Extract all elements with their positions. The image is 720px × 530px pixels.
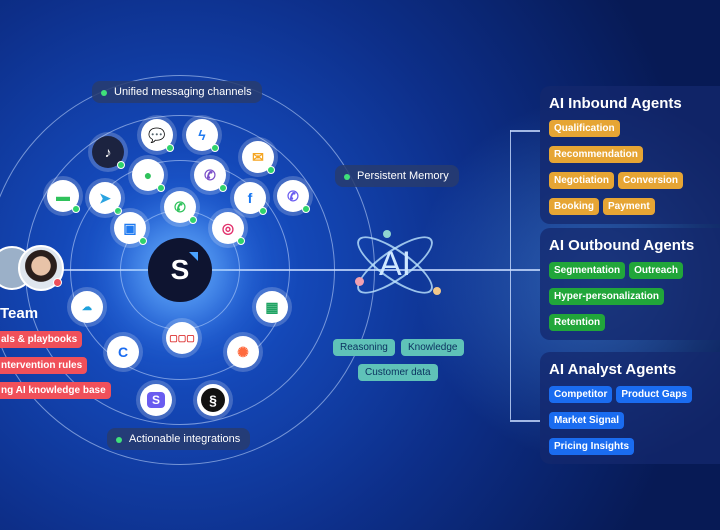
status-dot: [53, 278, 62, 287]
branch-line: [510, 130, 540, 132]
card-title: AI Analyst Agents: [549, 361, 677, 378]
hubspot-icon[interactable]: ✺: [227, 336, 259, 368]
card-title: AI Outbound Agents: [549, 237, 695, 254]
team-chip: ntervention rules: [0, 357, 88, 374]
card-title: AI Inbound Agents: [549, 95, 682, 112]
messenger-icon[interactable]: ϟ: [186, 119, 219, 152]
memory-chip-customer-data: Customer data: [358, 364, 438, 381]
tiktok-icon[interactable]: ♪: [92, 136, 125, 169]
hub-logo[interactable]: S: [148, 238, 212, 302]
messages-icon[interactable]: 💬: [141, 119, 174, 152]
zoho-icon[interactable]: ▢▢▢: [166, 322, 198, 354]
agent-chip: Hyper-personalization: [549, 288, 665, 305]
wechat-icon[interactable]: ●: [132, 159, 165, 192]
integrations-label: Actionable integrations: [107, 428, 251, 450]
memory-chip-knowledge: Knowledge: [401, 339, 465, 356]
team-chip: als & playbooks: [0, 331, 83, 348]
branch-line: [510, 420, 540, 422]
ai-logo: AI: [345, 215, 445, 315]
team-chip: ng AI knowledge base: [0, 382, 111, 399]
connector-line: [460, 269, 510, 271]
stripe-icon[interactable]: S: [140, 384, 172, 416]
phone-icon[interactable]: ✆: [277, 180, 310, 213]
inbound-agents-card: AI Inbound Agents QualificationRecommend…: [540, 86, 720, 224]
hub-logo-letter: S: [170, 254, 190, 285]
agent-chip: Payment: [603, 198, 655, 215]
agent-chip: Booking: [549, 198, 599, 215]
instagram-icon[interactable]: ◎: [212, 212, 245, 245]
telegram-icon[interactable]: ➤: [89, 182, 122, 215]
agent-chip: Segmentation: [549, 262, 626, 279]
ai-logo-text: AI: [378, 245, 412, 283]
branch-line: [510, 130, 512, 420]
orbit-dot: [383, 230, 391, 238]
agent-chip: Product Gaps: [616, 386, 692, 403]
squarespace-icon[interactable]: §: [197, 384, 229, 416]
agent-chip: Recommendation: [549, 146, 643, 163]
branch-line: [510, 269, 540, 271]
calendly-icon[interactable]: C: [107, 336, 139, 368]
orbit-dot: [433, 287, 441, 295]
line-icon[interactable]: ▬: [47, 180, 80, 213]
memory-chip-reasoning: Reasoning: [333, 339, 395, 356]
salesforce-icon[interactable]: ☁: [71, 291, 103, 323]
agent-chip: Qualification: [549, 120, 620, 137]
agent-chip: Market Signal: [549, 412, 625, 429]
orbit-dot: [355, 277, 364, 286]
agent-chip: Competitor: [549, 386, 613, 403]
agent-chip: Retention: [549, 314, 606, 331]
persistent-memory-label: Persistent Memory: [335, 165, 459, 187]
hub-logo-accent: [189, 252, 198, 261]
messaging-channels-label: Unified messaging channels: [92, 81, 262, 103]
team-avatar-2: [18, 245, 64, 291]
google-sheets-icon[interactable]: ▦: [256, 291, 288, 323]
facebook-icon[interactable]: f: [234, 182, 267, 215]
whatsapp-icon[interactable]: ✆: [164, 191, 197, 224]
agent-chip: Pricing Insights: [549, 438, 635, 455]
agent-chip: Outreach: [629, 262, 684, 279]
connector-line: [60, 269, 460, 271]
email-icon[interactable]: ✉: [242, 141, 275, 174]
agent-chip: Conversion: [618, 172, 684, 189]
agent-chip: Negotiation: [549, 172, 614, 189]
viber-icon[interactable]: ✆: [194, 159, 227, 192]
chat-icon[interactable]: ▣: [114, 212, 147, 245]
team-title: Team: [0, 305, 39, 322]
